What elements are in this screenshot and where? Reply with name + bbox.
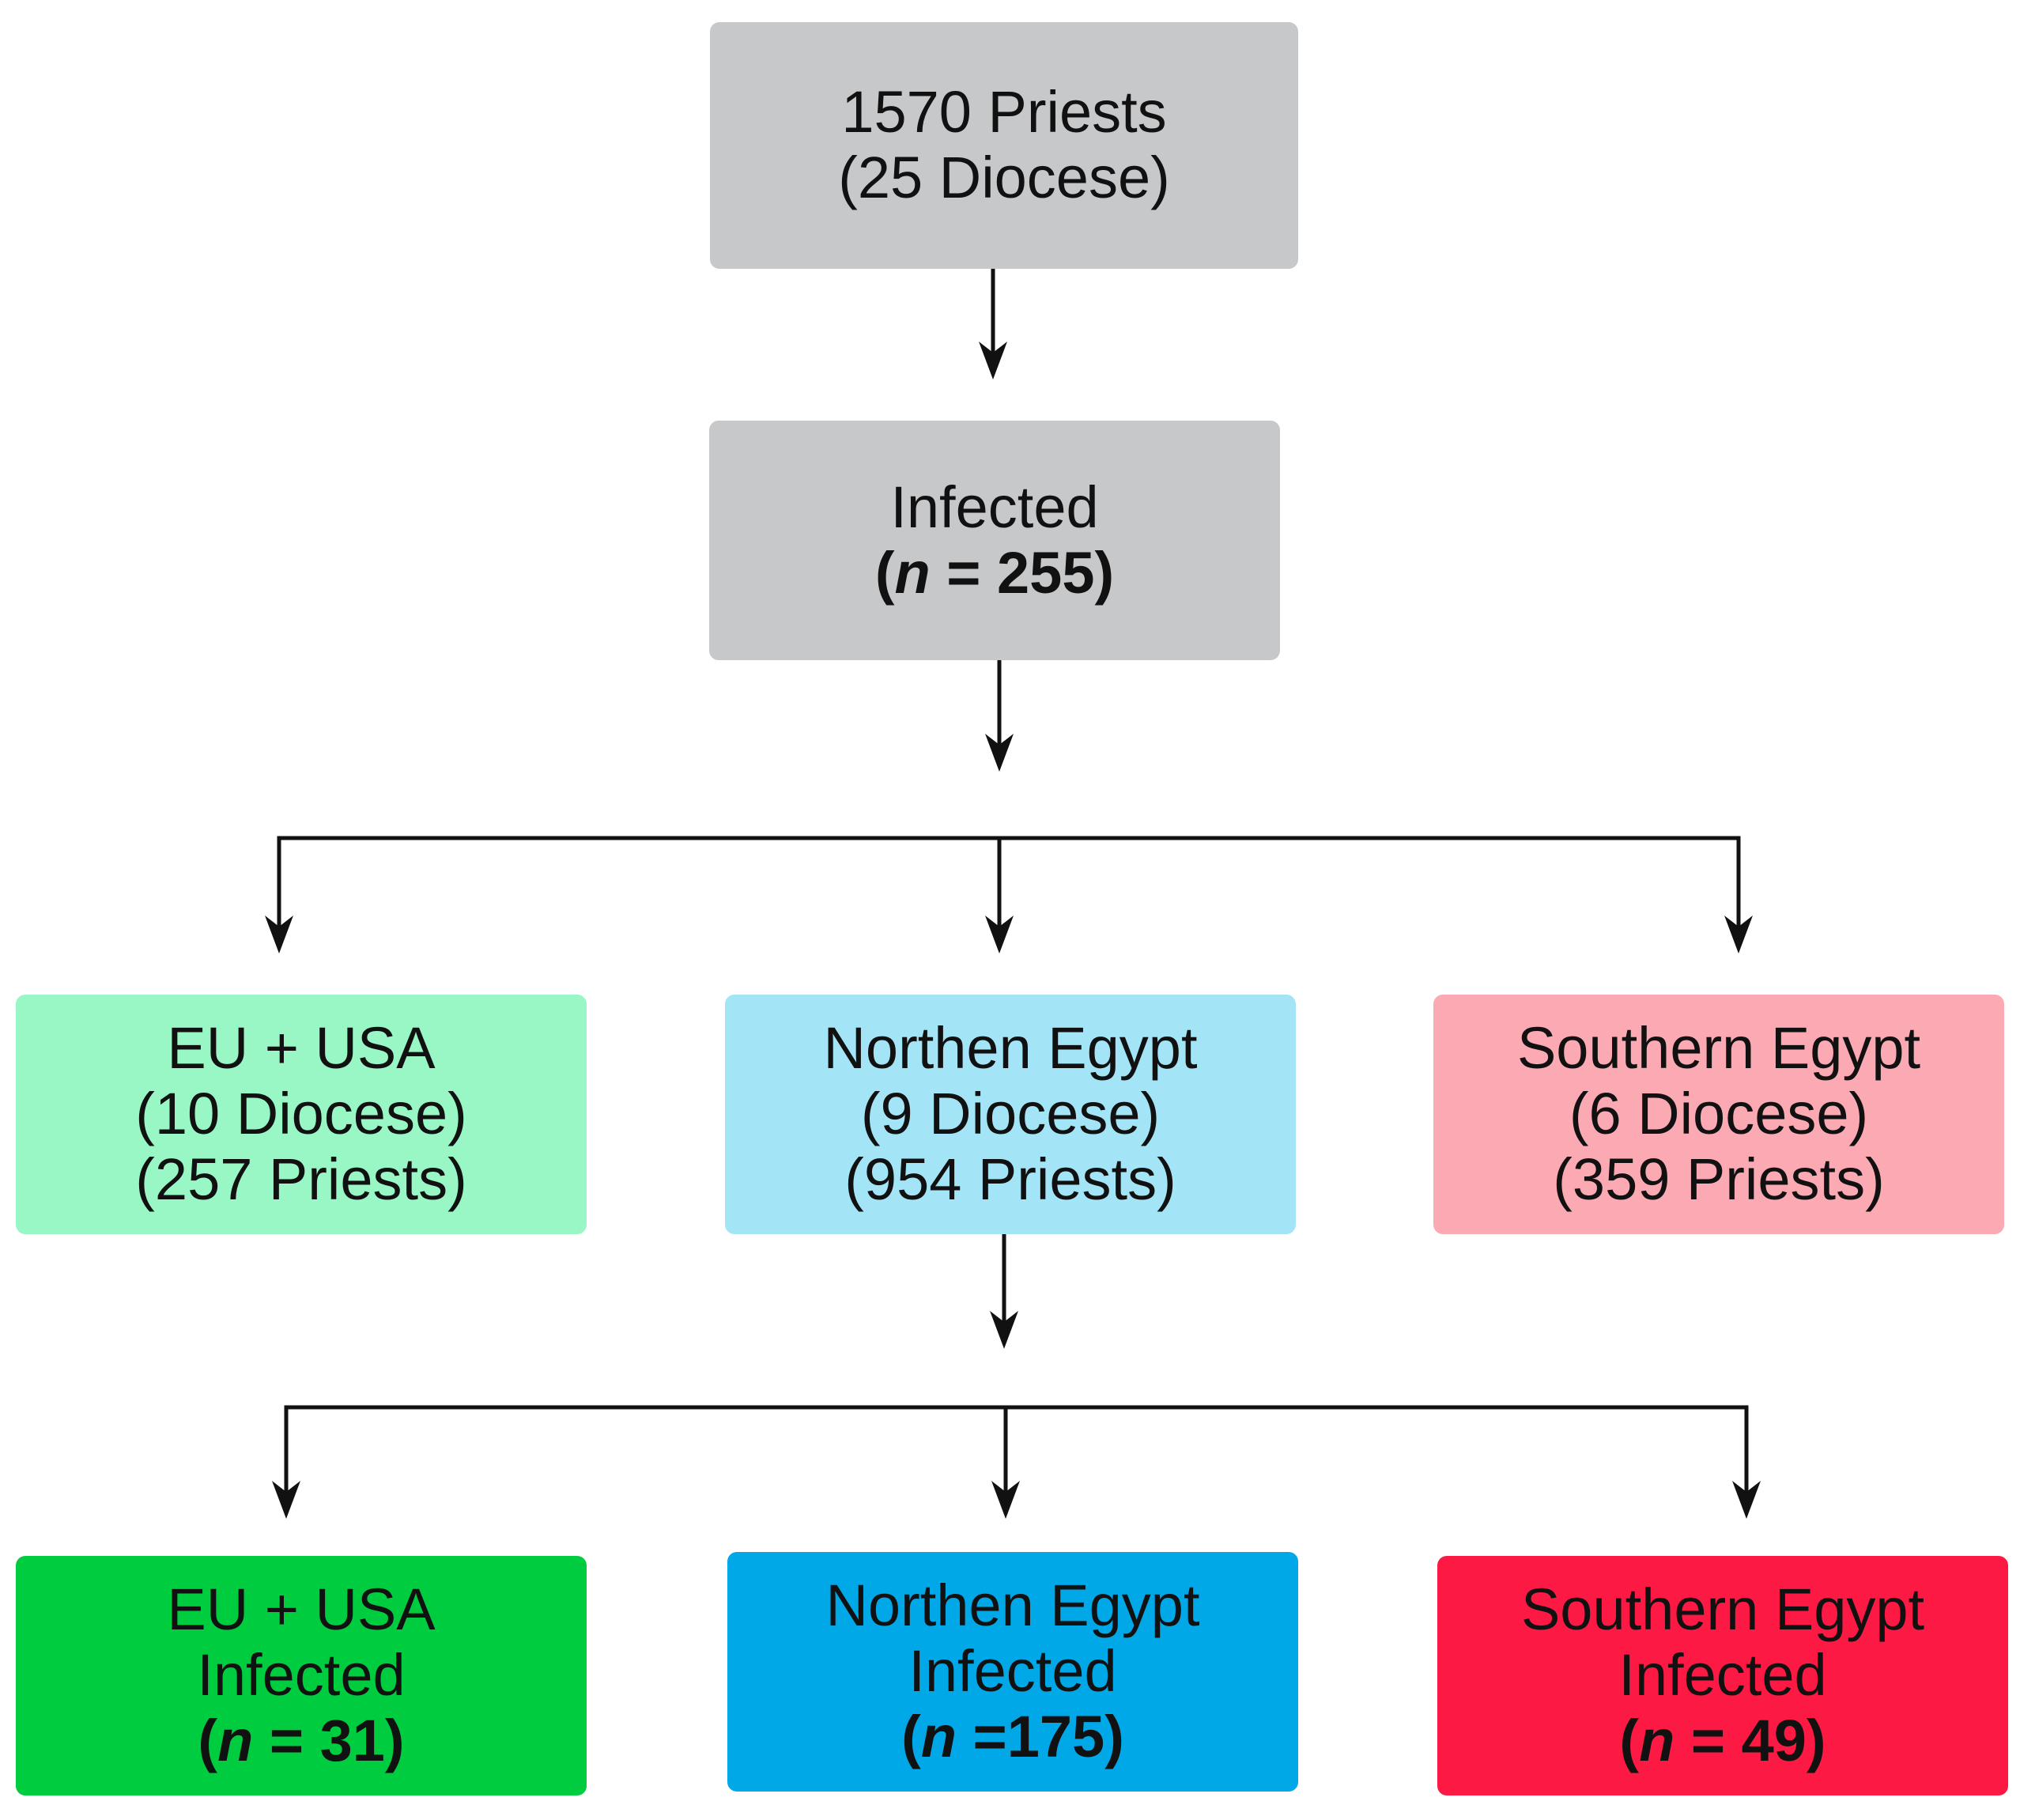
bracket-infected: [284, 1405, 1749, 1498]
n-value: 49: [1741, 1707, 1807, 1773]
n-equals: =: [956, 1703, 1007, 1769]
node-total-line1: 1570 Priests: [841, 79, 1167, 145]
node-nor-inf-count: (n =175): [901, 1703, 1124, 1769]
bracket-regions: [277, 836, 1741, 933]
n-value: 175: [1006, 1703, 1105, 1769]
n-equals: =: [930, 539, 998, 606]
node-eu-inf-line1: EU + USA: [167, 1576, 436, 1643]
arrowhead-infected-down: [985, 734, 1014, 772]
n-value: 255: [997, 539, 1095, 606]
node-eu-line1: EU + USA: [167, 1015, 436, 1082]
n-equals: =: [1675, 1707, 1742, 1773]
n-equals: =: [253, 1707, 320, 1773]
node-southern-egypt-infected: Southern Egypt Infected (n = 49): [1437, 1556, 2008, 1795]
node-total-priests: 1570 Priests (25 Diocese): [710, 22, 1298, 269]
node-north-line1: Northen Egypt: [823, 1015, 1198, 1082]
n-variable: n: [894, 539, 931, 606]
n-value: 31: [319, 1707, 385, 1773]
n-variable: n: [1639, 1707, 1675, 1773]
node-southern-egypt: Southern Egypt (6 Diocese) (359 Priests): [1433, 995, 2004, 1234]
node-infected-line1: Infected: [890, 474, 1099, 540]
node-sou-inf-line1: Southern Egypt: [1520, 1576, 1925, 1643]
node-eu-line3: (257 Priests): [135, 1146, 467, 1212]
node-nor-inf-line2: Infected: [908, 1638, 1117, 1705]
node-infected: Infected (n = 255): [709, 421, 1280, 660]
node-eu-usa: EU + USA (10 Diocese) (257 Priests): [16, 995, 587, 1234]
node-north-line3: (954 Priests): [844, 1146, 1176, 1212]
arrowhead-to-southern-infected: [1732, 1481, 1761, 1519]
arrowhead-to-southern: [1724, 916, 1753, 953]
node-eu-usa-infected: EU + USA Infected (n = 31): [16, 1556, 587, 1795]
arrowhead-to-eu: [265, 916, 293, 953]
node-sou-inf-line2: Infected: [1618, 1642, 1827, 1709]
arrowhead-to-eu-infected: [272, 1481, 300, 1519]
node-south-line1: Southern Egypt: [1516, 1015, 1921, 1082]
node-south-line2: (6 Diocese): [1569, 1081, 1869, 1147]
arrowhead-total-to-infected: [979, 342, 1007, 379]
node-sou-inf-count: (n = 49): [1619, 1707, 1826, 1773]
node-eu-line2: (10 Diocese): [135, 1081, 467, 1147]
arrowhead-to-northern: [985, 916, 1014, 953]
node-eu-inf-count: (n = 31): [198, 1707, 405, 1773]
node-northern-egypt-infected: Northen Egypt Infected (n =175): [727, 1552, 1298, 1792]
arrowhead-northern-down: [990, 1311, 1018, 1349]
n-variable: n: [217, 1707, 254, 1773]
arrowhead-to-northern-infected: [991, 1481, 1020, 1519]
n-variable: n: [920, 1703, 957, 1769]
node-south-line3: (359 Priests): [1553, 1146, 1885, 1212]
node-infected-count: (n = 255): [874, 539, 1115, 606]
node-total-line2: (25 Diocese): [838, 145, 1170, 210]
node-northern-egypt: Northen Egypt (9 Diocese) (954 Priests): [725, 995, 1296, 1234]
node-nor-inf-line1: Northen Egypt: [825, 1573, 1200, 1639]
node-eu-inf-line2: Infected: [197, 1642, 406, 1709]
node-north-line2: (9 Diocese): [860, 1081, 1161, 1147]
